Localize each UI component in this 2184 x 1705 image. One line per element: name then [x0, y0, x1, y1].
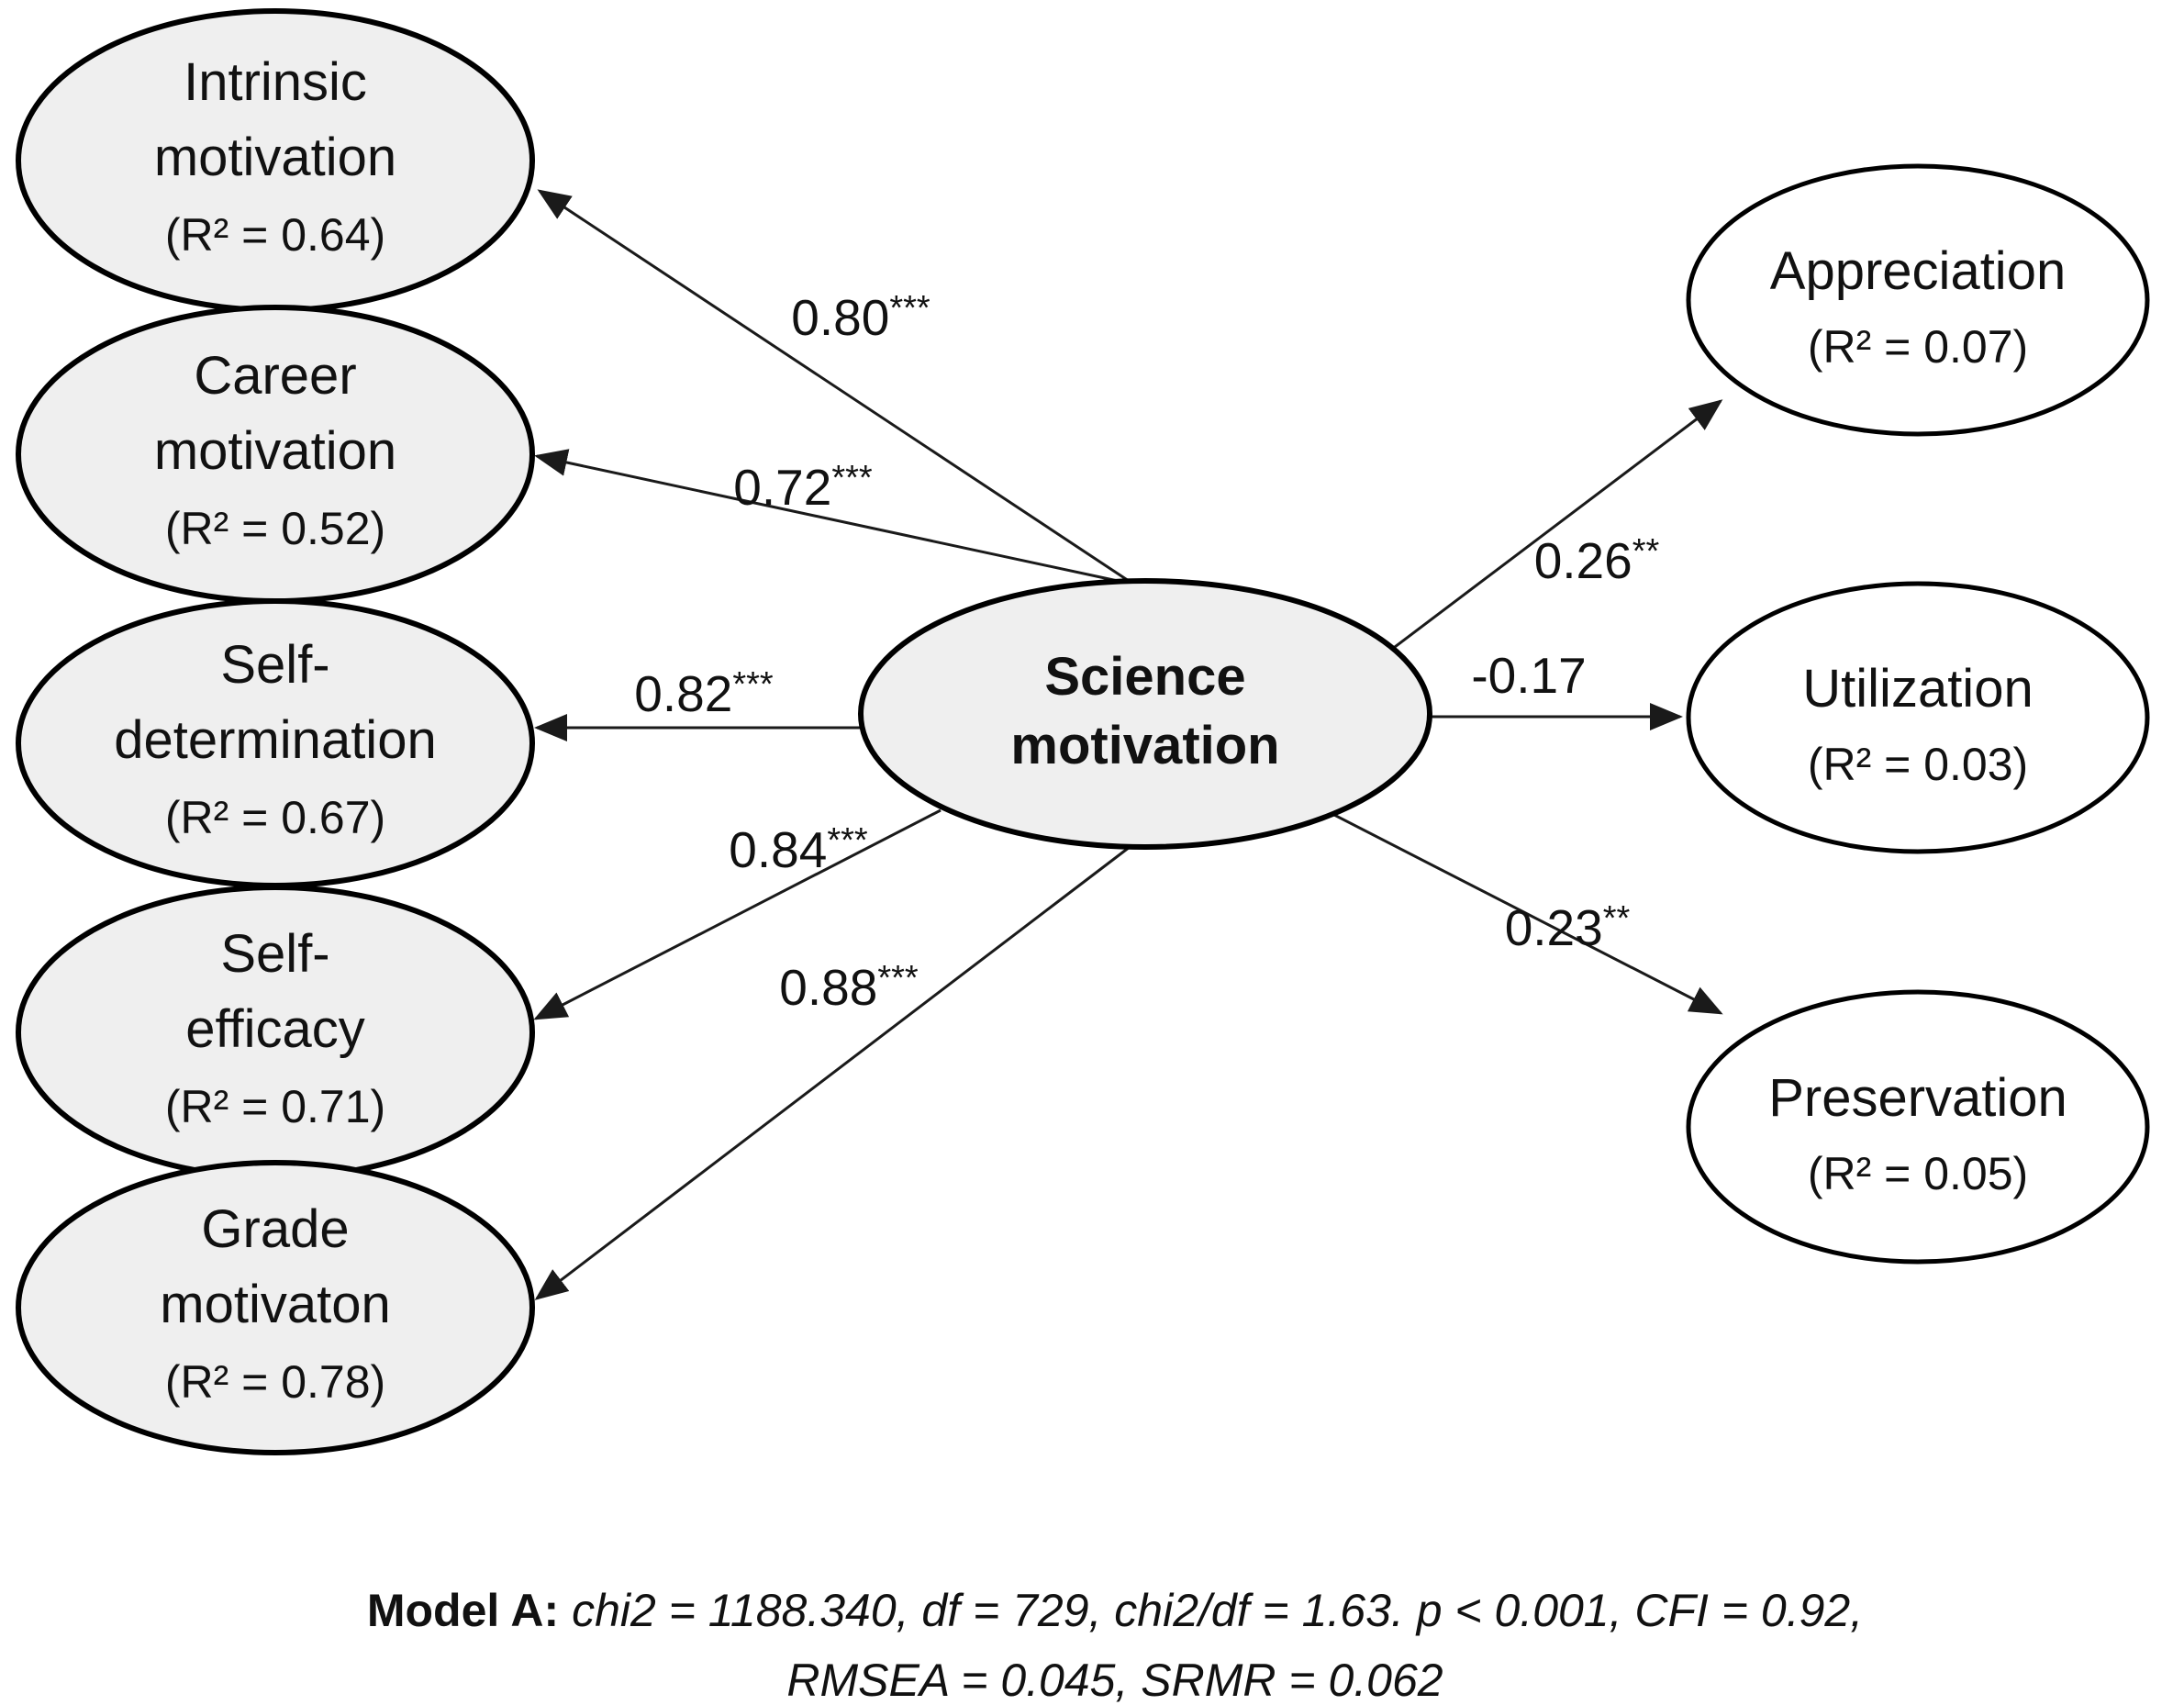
intrinsic-motivation-label-line1: Intrinsic [184, 52, 367, 112]
appreciation-ellipse [1686, 163, 2150, 437]
self-determination-r2: (R² = 0.67) [165, 792, 385, 843]
path-coefficient-self-determination: 0.82*** [634, 665, 774, 722]
science-motivation-label-line2: motivation [1010, 716, 1279, 775]
path-arrow-intrinsic-motivation [537, 189, 1130, 583]
model-fit-caption-line1: Model A: chi2 = 1188.340, df = 729, chi2/… [367, 1585, 1863, 1636]
coefficient-value: 0.84 [729, 821, 827, 878]
path-coefficient-grade-motivaton: 0.88*** [779, 959, 919, 1016]
grade-motivaton-ellipse [16, 1160, 535, 1455]
significance-stars: *** [889, 289, 930, 328]
utilization-r2: (R² = 0.03) [1808, 739, 2028, 790]
caption-model-label: Model A: [367, 1585, 559, 1636]
career-motivation-label-line2: motivation [154, 421, 396, 481]
path-coefficient-career-motivation: 0.72*** [733, 459, 873, 516]
node-career-motivation: Career motivation (R² = 0.52) [16, 305, 535, 604]
appreciation-label-line1: Appreciation [1770, 241, 2066, 301]
node-self-determination: Self-determination (R² = 0.67) [16, 598, 535, 888]
preservation-label-line1: Preservation [1768, 1068, 2067, 1128]
science-motivation-label-line1: Science [1044, 647, 1245, 707]
coefficient-value: 0.80 [791, 289, 889, 346]
path-coefficient-preservation: 0.23** [1505, 899, 1631, 956]
path-arrow-grade-motivaton [534, 842, 1134, 1300]
intrinsic-motivation-r2: (R² = 0.64) [165, 209, 385, 261]
significance-stars: *** [732, 665, 774, 704]
nodes-layer: Intrinsic motivation (R² = 0.64) Career moti… [16, 8, 2150, 1455]
path-arrow-career-motivation [534, 449, 1119, 583]
coefficient-value: 0.23 [1505, 899, 1603, 956]
caption-fit-stats: chi2 = 1188.340, df = 729, chi2/df = 1.6… [572, 1585, 1863, 1636]
model-fit-caption-line2: RMSEA = 0.045, SRMR = 0.062 [786, 1655, 1443, 1705]
appreciation-r2: (R² = 0.07) [1808, 321, 2028, 373]
path-coefficient-intrinsic-motivation: 0.80*** [791, 289, 930, 346]
edges-layer: 0.80***0.72***0.82***0.84***0.88***0.26*… [533, 189, 1723, 1300]
node-self-efficacy: Self-efficacy (R² = 0.71) [16, 885, 535, 1180]
node-intrinsic-motivation: Intrinsic motivation (R² = 0.64) [16, 8, 535, 313]
node-utilization: Utilization (R² = 0.03) [1686, 581, 2150, 854]
coefficient-value: 0.72 [733, 459, 831, 516]
node-preservation: Preservation (R² = 0.05) [1686, 989, 2150, 1265]
self-determination-label-line2: determination [114, 710, 436, 770]
grade-motivaton-label-line1: Grade [201, 1199, 349, 1259]
coefficient-value: 0.82 [634, 665, 732, 722]
intrinsic-motivation-label-line2: motivation [154, 128, 396, 187]
significance-stars: *** [831, 459, 873, 497]
path-coefficient-self-efficacy: 0.84*** [729, 821, 868, 878]
path-coefficient-utilization: -0.17 [1471, 647, 1586, 704]
significance-stars: ** [1603, 899, 1631, 938]
grade-motivaton-label-line2: motivaton [160, 1275, 390, 1334]
coefficient-value: -0.17 [1471, 647, 1586, 704]
preservation-r2: (R² = 0.05) [1808, 1148, 2028, 1199]
node-appreciation: Appreciation (R² = 0.07) [1686, 163, 2150, 437]
career-motivation-label-line1: Career [194, 346, 356, 406]
self-determination-label-line1: Self- [220, 635, 329, 695]
science-motivation-ellipse [858, 578, 1432, 850]
utilization-label-line1: Utilization [1802, 659, 2033, 719]
node-science-motivation: Science motivation [858, 578, 1432, 850]
preservation-ellipse [1686, 989, 2150, 1265]
path-arrow-self-efficacy [533, 808, 942, 1020]
coefficient-value: 0.88 [779, 959, 877, 1016]
self-efficacy-label-line1: Self- [220, 924, 329, 984]
self-efficacy-r2: (R² = 0.71) [165, 1081, 385, 1132]
significance-stars: ** [1632, 532, 1660, 571]
career-motivation-r2: (R² = 0.52) [165, 503, 385, 554]
path-coefficient-appreciation: 0.26** [1534, 532, 1660, 589]
significance-stars: *** [827, 821, 868, 860]
utilization-ellipse [1686, 581, 2150, 854]
significance-stars: *** [877, 959, 919, 997]
node-grade-motivaton: Grade motivaton (R² = 0.78) [16, 1160, 535, 1455]
grade-motivaton-r2: (R² = 0.78) [165, 1356, 385, 1408]
coefficient-value: 0.26 [1534, 532, 1632, 589]
path-arrow-preservation [1332, 812, 1723, 1015]
self-efficacy-label-line2: efficacy [185, 999, 365, 1059]
path-arrow-appreciation [1390, 399, 1723, 652]
